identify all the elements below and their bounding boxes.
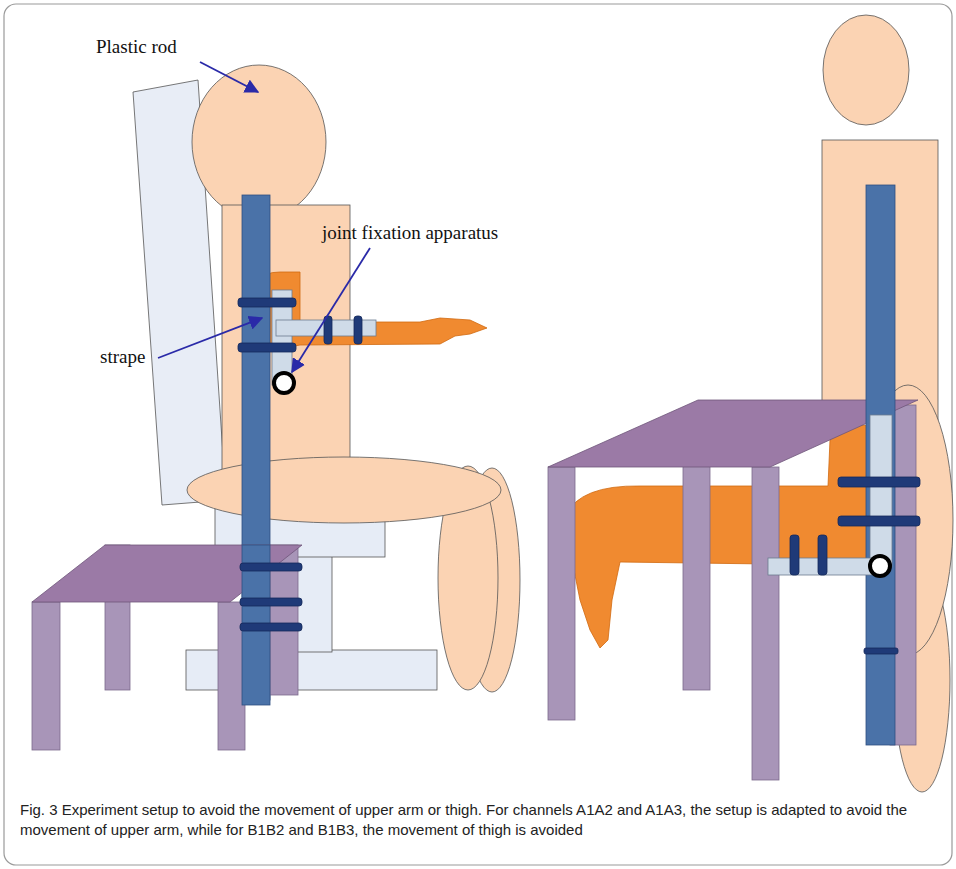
plastic-rod	[866, 185, 895, 745]
leader-arrow	[158, 318, 262, 358]
strap	[790, 535, 799, 575]
joint-marker	[870, 556, 890, 576]
table-leg	[548, 467, 575, 720]
arm	[262, 272, 487, 349]
strap	[240, 623, 302, 631]
strap	[818, 535, 827, 575]
part-label: strape	[100, 346, 145, 368]
seated-figure	[32, 65, 520, 750]
part-label: Plastic rod	[96, 36, 177, 58]
figure-frame	[4, 4, 952, 865]
leader-arrow	[292, 248, 370, 372]
leader-arrow	[200, 62, 258, 92]
part-label: joint fixation apparatus	[322, 222, 498, 244]
strap	[838, 477, 920, 487]
thigh	[187, 457, 501, 523]
head	[823, 15, 909, 125]
torso	[222, 205, 350, 490]
standing-figure	[548, 15, 953, 792]
joint-marker	[274, 373, 294, 393]
strap	[864, 648, 898, 654]
figure-caption: Fig. 3 Experiment setup to avoid the mov…	[20, 800, 932, 840]
fixation-bar	[870, 415, 892, 567]
strap	[838, 516, 920, 526]
table-leg	[752, 467, 779, 780]
strap	[240, 563, 302, 571]
table-leg	[32, 602, 60, 750]
strap	[240, 598, 302, 606]
strap	[238, 343, 296, 352]
table-top	[548, 400, 918, 467]
strap	[238, 298, 296, 307]
strap	[354, 316, 362, 344]
